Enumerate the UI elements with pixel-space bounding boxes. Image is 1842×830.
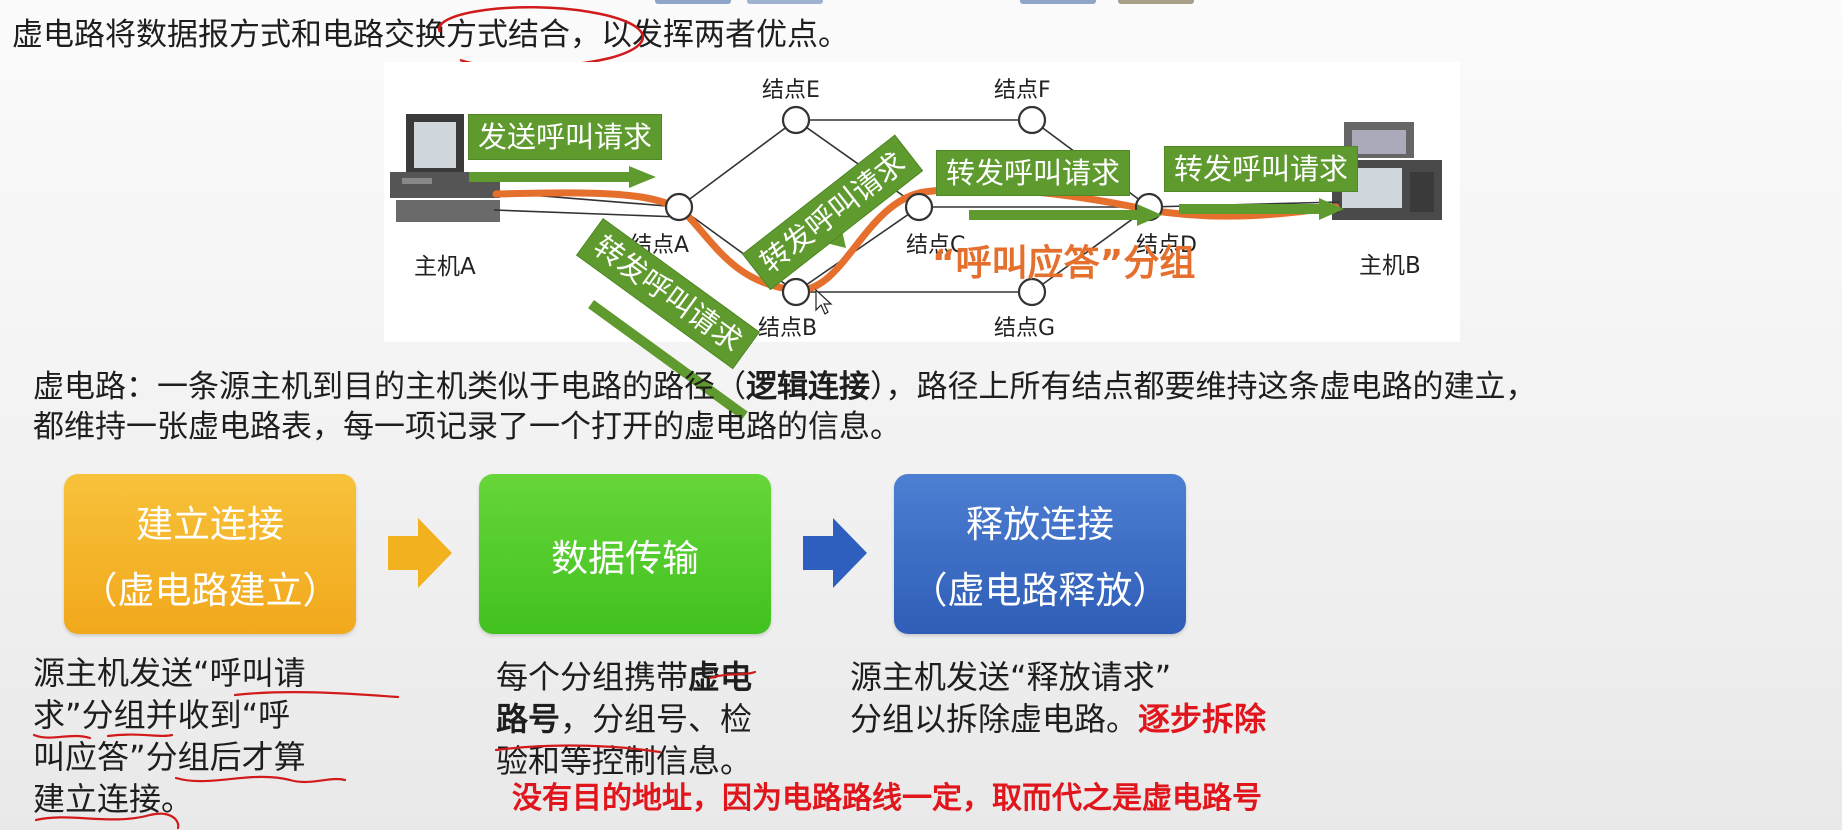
step-establish-subtitle: （虚电路建立）	[80, 569, 340, 612]
step-establish-connection: 建立连接 （虚电路建立）	[64, 474, 356, 634]
desc-release-1: 源主机发送“释放请求”	[850, 658, 1172, 696]
desc-transfer-1a: 每个分组携带	[496, 658, 689, 696]
host-b-label: 主机B	[1359, 253, 1421, 279]
step-release-title: 释放连接	[966, 503, 1114, 546]
node-e-icon	[781, 105, 811, 135]
node-a-icon	[664, 192, 694, 222]
definition-part-1: 虚电路：一条源主机到目的主机类似于电路的路径（	[33, 369, 746, 405]
node-b-label: 结点B	[758, 316, 818, 341]
definition-bold: 逻辑连接	[746, 369, 870, 405]
step-transfer-title: 数据传输	[551, 537, 699, 580]
top-tab-2	[747, 0, 823, 4]
label-forward-c-d: 转发呼叫请求	[936, 150, 1131, 196]
desc-transfer-2: 路号，分组号、检	[496, 698, 752, 740]
desc-release-2: 分组以拆除虚电路。逐步拆除	[850, 698, 1266, 740]
node-d-label: 结点D	[1136, 233, 1197, 258]
desc-establish-4: 建立连接。	[33, 780, 194, 818]
desc-establish-3: 叫应答”分组后才算	[33, 738, 306, 776]
mouse-cursor-icon	[815, 288, 833, 315]
definition-part-2: ），路径上所有结点都要维持这条虚电路的建立，	[870, 369, 1537, 405]
top-tab-4	[1118, 0, 1194, 4]
arrow-right-icon	[388, 518, 452, 588]
node-b-icon	[781, 277, 811, 307]
step-data-transfer: 数据传输	[479, 474, 771, 634]
node-g-icon	[1017, 277, 1047, 307]
call-response-label: “呼叫应答”分组	[932, 243, 1196, 284]
note-virtual-circuit-number: 没有目的地址，因为电路路线一定，取而代之是虚电路号	[512, 781, 1262, 816]
node-e-label: 结点E	[762, 78, 820, 103]
top-tab-1	[655, 0, 731, 4]
step-establish-title: 建立连接	[136, 503, 284, 546]
definition-line-1: 虚电路：一条源主机到目的主机类似于电路的路径（逻辑连接），路径上所有结点都要维持…	[33, 366, 1537, 408]
desc-transfer-2a: 路号	[496, 700, 561, 738]
step-release-connection: 释放连接 （虚电路释放）	[894, 474, 1186, 634]
node-f-icon	[1017, 105, 1047, 135]
desc-transfer-3: 验和等控制信息。	[496, 742, 753, 780]
node-f-label: 结点F	[994, 78, 1051, 103]
node-c-icon	[904, 192, 934, 222]
desc-establish-2: 求”分组并收到“呼	[33, 696, 291, 734]
desc-release-2a: 分组以拆除虚电路。	[850, 700, 1139, 738]
desc-transfer-2b: ，分组号、检	[560, 700, 753, 738]
green-arrows	[469, 166, 1344, 248]
arrow-right-icon	[803, 518, 867, 588]
desc-establish-1: 源主机发送“呼叫请	[33, 654, 306, 692]
step-release-subtitle: （虚电路释放）	[910, 569, 1170, 612]
virtual-circuit-diagram: 主机A 主机B 结点E 结点F 结点A 结点C 结点D 结点B 结点G 发送呼叫…	[384, 62, 1460, 342]
label-send-call: 发送呼叫请求	[468, 114, 663, 160]
top-sentence: 虚电路将数据报方式和电路交换方式结合，以发挥两者优点。	[12, 17, 849, 53]
definition-line-2: 都维持一张虚电路表，每一项记录了一个打开的虚电路的信息。	[33, 409, 901, 445]
label-forward-d-b: 转发呼叫请求	[1164, 146, 1359, 192]
network-lines	[390, 105, 1442, 315]
top-tab-3	[1020, 0, 1096, 4]
desc-transfer-1b: 虚电	[688, 658, 753, 696]
desc-release-red: 逐步拆除	[1138, 700, 1267, 738]
desc-transfer-1: 每个分组携带虚电	[496, 656, 752, 698]
host-a-label: 主机A	[414, 254, 476, 280]
node-c-label: 结点C	[906, 233, 966, 258]
node-g-label: 结点G	[994, 316, 1056, 341]
